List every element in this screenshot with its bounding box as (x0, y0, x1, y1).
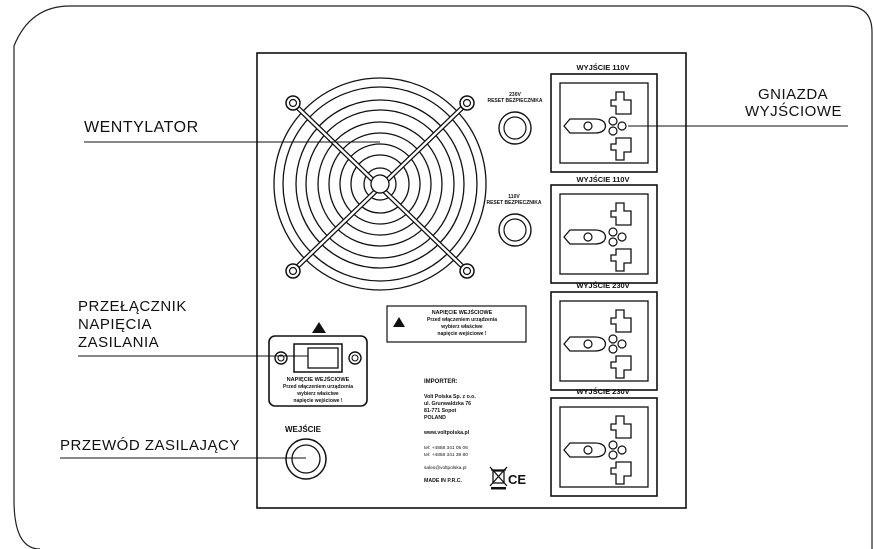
breaker-110v-label-2: RESET BEZPIECZNIKA (486, 200, 541, 206)
callout-outlets-line2: WYJŚCIOWE (745, 103, 842, 120)
outlet-2[interactable]: WYJŚCIE 110V (550, 175, 658, 284)
callout-switch-line2: NAPIĘCIA (78, 316, 153, 333)
svg-text:POLAND: POLAND (424, 415, 446, 421)
outlet-label: WYJŚCIE 110V (577, 63, 630, 72)
voltage-selector-switch[interactable]: ! NAPIĘCIE WEJŚCIOWE Przed włączeniem ur… (268, 322, 368, 407)
svg-text:81-771 Sopot: 81-771 Sopot (424, 408, 457, 414)
input-label: WEJŚCIE (285, 425, 322, 434)
svg-text:Przed włączeniem urządzenia: Przed włączeniem urządzenia (427, 317, 497, 323)
power-input-socket[interactable]: WEJŚCIE (285, 425, 327, 480)
breaker-230v-label-2: RESET BEZPIECZNIKA (487, 98, 542, 104)
fan (273, 77, 487, 291)
outlet-1[interactable]: WYJŚCIE 110V (550, 63, 658, 173)
outlet-4[interactable]: WYJŚCIE 230V (550, 387, 658, 497)
breaker-110v-label-1: 110V (508, 194, 520, 200)
input-voltage-warning-label: ! NAPIĘCIE WEJŚCIOWE Przed włączeniem ur… (386, 305, 527, 343)
callout-outlets-line1: GNIAZDA (758, 86, 829, 103)
callout-fan: WENTYLATOR (84, 119, 199, 136)
outer-frame (13, 5, 873, 549)
svg-text:tel: +4858 341 05 06: tel: +4858 341 05 06 (424, 445, 468, 451)
svg-text:!: ! (398, 322, 400, 328)
breaker-230v[interactable]: 230V RESET BEZPIECZNIKA (487, 92, 543, 145)
breaker-230v-label-1: 230V (509, 92, 521, 98)
outlet-label: WYJŚCIE 230V (576, 281, 629, 290)
svg-text:NAPIĘCIE WEJŚCIOWE: NAPIĘCIE WEJŚCIOWE (432, 309, 493, 316)
ce-mark: CE (508, 472, 526, 487)
warning-icon (393, 317, 405, 327)
svg-text:NAPIĘCIE WEJŚCIOWE: NAPIĘCIE WEJŚCIOWE (287, 376, 350, 383)
svg-text:!: ! (318, 327, 320, 334)
svg-text:wybierz właściwe: wybierz właściwe (440, 324, 483, 330)
svg-text:ul. Grunwaldzka 76: ul. Grunwaldzka 76 (424, 401, 471, 407)
svg-text:Przed włączeniem urządzenia: Przed włączeniem urządzenia (283, 384, 353, 390)
svg-text:MADE IN P.R.C.: MADE IN P.R.C. (424, 478, 463, 484)
svg-text:IMPORTER:: IMPORTER: (424, 379, 458, 385)
svg-text:www.voltpolska.pl: www.voltpolska.pl (423, 430, 470, 436)
svg-text:tel: +4858 341 38 80: tel: +4858 341 38 80 (424, 452, 468, 458)
outlet-label: WYJŚCIE 230V (576, 387, 629, 396)
weee-bin-icon (489, 466, 508, 490)
svg-text:napięcie wejściowe !: napięcie wejściowe ! (293, 398, 343, 404)
svg-text:napięcie wejściowe !: napięcie wejściowe ! (437, 331, 487, 337)
outlet-label: WYJŚCIE 110V (577, 175, 630, 184)
svg-text:sales@voltpolska.pl: sales@voltpolska.pl (424, 465, 466, 471)
svg-text:wybierz właściwe: wybierz właściwe (296, 391, 339, 397)
breaker-110v[interactable]: 110V RESET BEZPIECZNIKA (486, 194, 542, 247)
outlet-3[interactable]: WYJŚCIE 230V (550, 281, 658, 391)
callout-switch-line3: ZASILANIA (78, 334, 160, 351)
fan-screw-holes (285, 95, 475, 279)
callout-power-cord: PRZEWÓD ZASILAJĄCY (60, 437, 240, 454)
importer-info: IMPORTER: Volt Polska Sp. z o.o. ul. Gru… (423, 379, 526, 490)
svg-text:Volt Polska Sp. z o.o.: Volt Polska Sp. z o.o. (424, 394, 476, 400)
callout-switch-line1: PRZEŁĄCZNIK (78, 298, 187, 315)
warning-icon (312, 322, 326, 333)
